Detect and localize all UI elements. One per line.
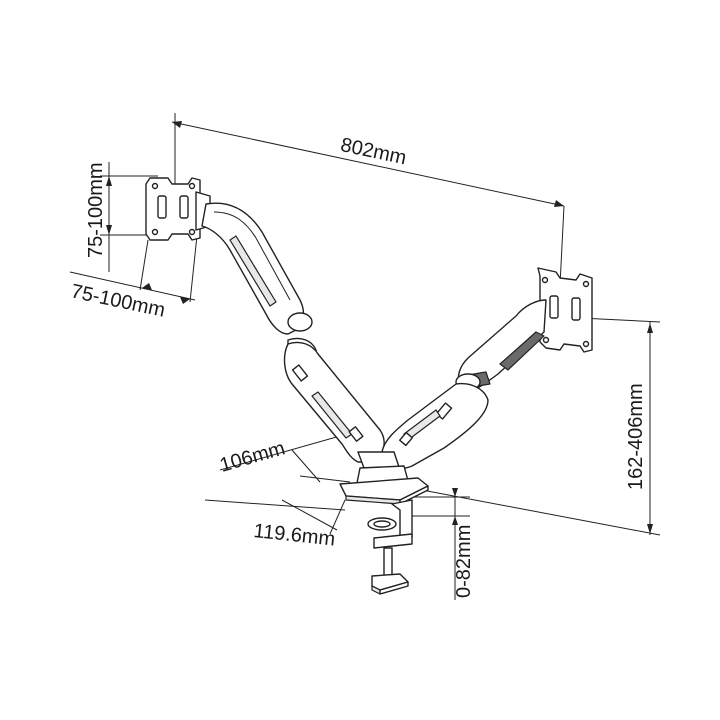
right-vesa-hole-2 bbox=[582, 280, 590, 288]
right-vesa-slot-2 bbox=[571, 297, 581, 321]
right-lower-arm-clip bbox=[399, 431, 413, 447]
arrow-vesa-h-left bbox=[142, 283, 152, 290]
label-vesa-horizontal: 75-100mm bbox=[69, 280, 167, 321]
base-assembly bbox=[339, 451, 429, 505]
left-elbow-joint bbox=[287, 312, 313, 332]
left-upper-arm bbox=[201, 202, 319, 367]
right-vesa-slot-1 bbox=[549, 295, 559, 319]
dimension-clamp: 0-82mm bbox=[410, 488, 475, 600]
ext-line-119-top bbox=[204, 499, 346, 511]
ext-line-119-right bbox=[329, 499, 346, 535]
right-upper-arm bbox=[455, 299, 547, 391]
right-vesa-plate bbox=[537, 267, 593, 353]
left-lower-arm-clip bbox=[348, 426, 364, 442]
label-119mm: 119.6mm bbox=[252, 520, 336, 550]
dim-line-vesa-h bbox=[69, 271, 196, 301]
left-vesa-hole-2 bbox=[188, 182, 196, 190]
ext-line-height-top bbox=[579, 317, 661, 323]
ext-line-vesa-h-left bbox=[139, 239, 149, 291]
arrow-height-bottom bbox=[647, 524, 653, 534]
right-gas-spring bbox=[499, 331, 545, 371]
left-vesa-plate-body bbox=[145, 177, 201, 241]
arrow-vesa-v-top bbox=[106, 176, 112, 186]
right-vesa-hole-3 bbox=[542, 336, 550, 344]
clamp-arm bbox=[373, 533, 413, 549]
label-clamp: 0-82mm bbox=[453, 525, 475, 598]
arrow-vesa-v-bottom bbox=[106, 225, 112, 235]
dim-line-802 bbox=[171, 121, 565, 207]
right-vesa-hole-1 bbox=[541, 276, 549, 284]
dim-line-106-lead bbox=[219, 435, 341, 471]
arrow-clamp-bottom bbox=[452, 516, 458, 525]
arrow-802-right bbox=[554, 200, 564, 207]
dimension-119mm: 119.6mm bbox=[204, 499, 346, 551]
arrow-height-top bbox=[647, 323, 653, 333]
left-vesa-hole-3 bbox=[151, 228, 159, 236]
clamp-grommet-hole bbox=[373, 520, 391, 528]
left-vesa-plate bbox=[145, 177, 211, 241]
left-vesa-slot-2 bbox=[179, 195, 189, 219]
label-106mm: 106mm bbox=[217, 437, 287, 477]
dimension-802mm: 802mm bbox=[171, 113, 565, 286]
right-upper-arm-body bbox=[457, 299, 547, 391]
dim-line-119 bbox=[281, 499, 338, 531]
left-lower-arm-body bbox=[283, 341, 385, 463]
label-vesa-vertical: 75-100mm bbox=[85, 162, 107, 258]
clamp-pad-front bbox=[379, 581, 409, 595]
arrow-vesa-h-right bbox=[180, 297, 190, 304]
desk-clamp bbox=[367, 499, 413, 595]
left-upper-arm-edge bbox=[213, 211, 291, 301]
arrow-clamp-top bbox=[452, 488, 458, 497]
dimension-vesa-vertical: 75-100mm bbox=[85, 162, 158, 272]
left-lower-arm bbox=[283, 341, 385, 463]
clamp-screw bbox=[383, 547, 393, 577]
dimension-106mm: 106mm bbox=[217, 435, 351, 483]
left-gas-spring bbox=[229, 235, 277, 307]
dim-line-106 bbox=[291, 449, 321, 483]
left-lower-arm-channel bbox=[311, 391, 353, 439]
right-vesa-hole-4 bbox=[582, 340, 590, 348]
left-lower-arm-slot bbox=[291, 364, 309, 382]
arrow-802-left bbox=[172, 121, 182, 128]
left-vesa-slot-1 bbox=[157, 195, 167, 219]
ext-line-106 bbox=[299, 475, 351, 483]
right-lower-arm bbox=[381, 382, 489, 470]
right-lower-arm-body bbox=[381, 382, 489, 470]
left-vesa-hole-4 bbox=[188, 228, 196, 236]
left-vesa-hole-1 bbox=[151, 182, 159, 190]
ext-line-right-802 bbox=[559, 205, 565, 286]
label-height: 162-406mm bbox=[625, 383, 647, 490]
label-802mm: 802mm bbox=[339, 134, 409, 169]
right-vesa-plate-body bbox=[537, 267, 593, 353]
